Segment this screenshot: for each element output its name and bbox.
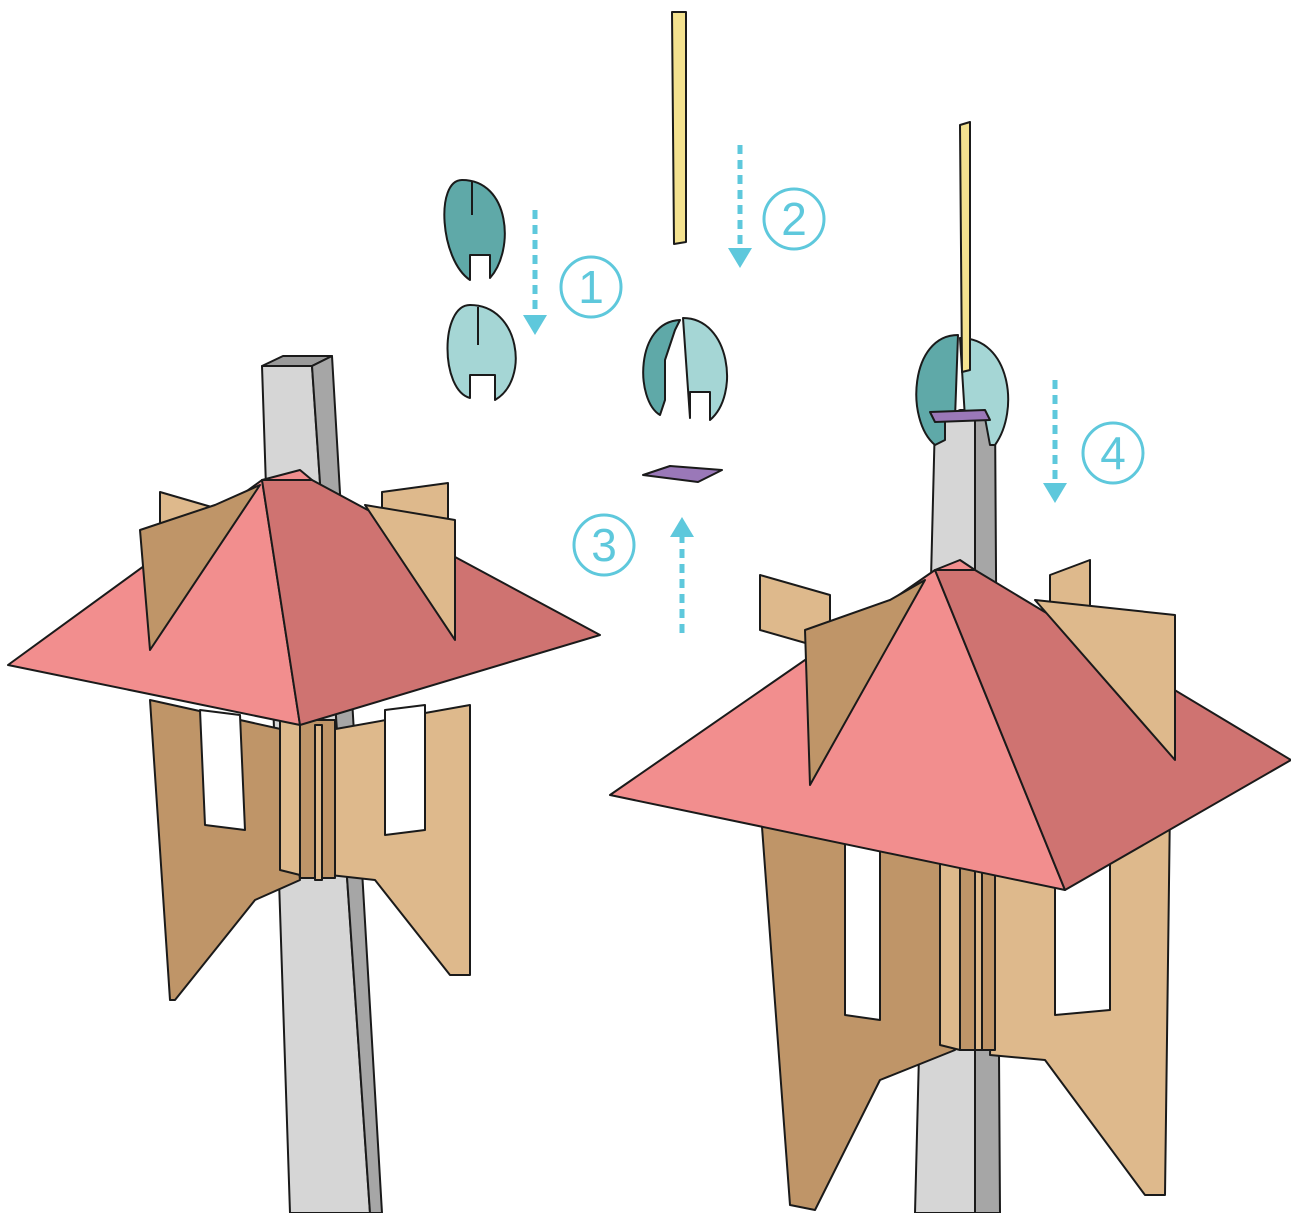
purple-spacer (643, 466, 722, 482)
left-assembly (8, 356, 600, 1213)
left-roof (8, 470, 600, 725)
step-4-arrowhead-icon (1043, 483, 1067, 503)
step-1: 1 (523, 210, 621, 335)
cap-half-dark (444, 180, 504, 280)
right-dowel (960, 122, 970, 372)
right-assembly (610, 122, 1291, 1213)
step-4: 4 (1043, 380, 1143, 503)
step-2-label: 2 (781, 193, 807, 245)
step-1-arrowhead-icon (523, 315, 547, 335)
right-roof (610, 560, 1291, 890)
step-2: 2 (728, 145, 824, 268)
cap-half-light (448, 305, 516, 400)
assembled-cap (643, 318, 727, 420)
step-4-label: 4 (1100, 427, 1126, 479)
step-2-arrowhead-icon (728, 248, 752, 268)
step-3-arrowhead-icon (670, 517, 694, 537)
exploded-parts (444, 12, 727, 482)
step-3: 3 (574, 515, 694, 633)
loose-dowel (672, 12, 686, 244)
step-1-label: 1 (578, 261, 604, 313)
step-3-label: 3 (591, 519, 617, 571)
